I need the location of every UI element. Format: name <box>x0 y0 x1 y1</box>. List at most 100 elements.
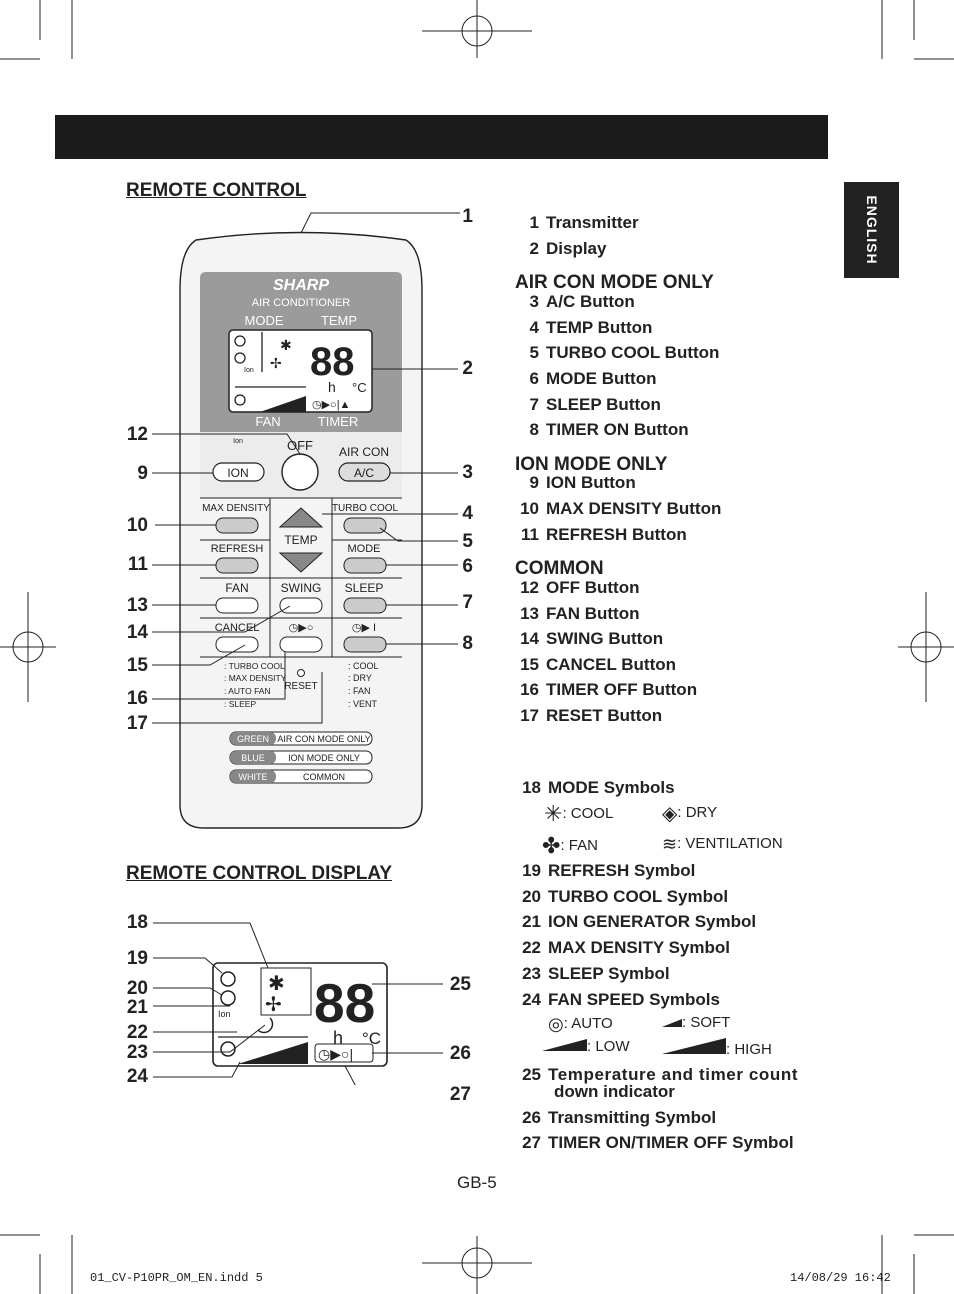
fan-bars-soft-icon <box>662 1019 682 1027</box>
display-celsius: °C <box>362 1029 381 1048</box>
legend-green: GREEN <box>237 734 269 744</box>
fan-low-symbol: : LOW <box>542 1038 630 1055</box>
mode-button-label: MODE <box>348 543 381 555</box>
page-number: GB-5 <box>457 1173 497 1192</box>
callout-22: 22 <box>126 1022 148 1043</box>
callout-2: 2 <box>462 358 473 379</box>
ac-button-label: A/C <box>354 466 374 480</box>
reset-label: RESET <box>284 681 317 692</box>
callout-6: 6 <box>462 556 473 577</box>
mode-fan-symbol: ✤: FAN <box>542 833 598 858</box>
callout-19: 19 <box>126 948 148 969</box>
display-fan-bars <box>238 1042 308 1064</box>
footer-date: 14/08/29 16:42 <box>790 1271 891 1285</box>
group-title-ion: ION MODE ONLY <box>515 454 668 475</box>
remote-temp-label: TEMP <box>321 313 357 328</box>
callout-16: 16 <box>126 688 148 709</box>
max-density-button <box>215 517 259 534</box>
remote-fan-label: FAN <box>255 414 280 429</box>
callout-8: 8 <box>462 633 473 654</box>
remote-display-title: REMOTE CONTROL DISPLAY <box>126 863 393 884</box>
temp-down-button <box>278 552 324 573</box>
off-button <box>281 453 319 491</box>
sleep-button <box>343 597 387 614</box>
list-item-continuation: down indicator <box>554 1082 675 1101</box>
refresh-button <box>215 557 259 574</box>
callout-10: 10 <box>126 515 148 536</box>
legend-white-text: COMMON <box>303 772 345 782</box>
remote-timer-label: TIMER <box>318 414 358 429</box>
mode-cool-symbol: ✳: COOL <box>544 801 614 826</box>
callout-23: 23 <box>126 1042 148 1063</box>
lcd-cool-icon: ✱ <box>280 337 292 353</box>
legend-white: WHITE <box>239 772 268 782</box>
remote-subtitle: AIR CONDITIONER <box>252 297 350 309</box>
lcd-digits: 88 <box>310 340 355 384</box>
timer-on-icon: ◷▶ I <box>352 622 376 634</box>
callout-9: 9 <box>137 463 148 484</box>
fan-high-symbol: : HIGH <box>662 1038 772 1058</box>
remote-control-title: REMOTE CONTROL <box>126 180 307 201</box>
footer-filename: 01_CV-P10PR_OM_EN.indd 5 <box>90 1271 263 1285</box>
lcd-hour: h <box>328 379 336 395</box>
callout-13: 13 <box>126 595 148 616</box>
callout-24: 24 <box>126 1066 148 1087</box>
ion-button-label: ION <box>227 466 248 480</box>
callout-27: 27 <box>449 1084 471 1105</box>
display-fan-icon: ✢ <box>265 994 282 1016</box>
timer-off-icon: ◷▶○ <box>289 622 314 634</box>
lcd-fan-icon: ✢ <box>270 355 282 371</box>
legend-blue: BLUE <box>241 753 265 763</box>
callout-26: 26 <box>449 1043 471 1064</box>
timer-off-button <box>279 636 323 653</box>
reset-button <box>297 669 305 677</box>
legend-cool: : COOL <box>348 661 379 671</box>
off-label: OFF <box>287 438 313 453</box>
legend-sleep: : SLEEP <box>224 699 256 709</box>
lcd-timer-icons: ◷▶○|▲ <box>312 399 350 411</box>
timer-on-button <box>343 636 387 653</box>
callout-21: 21 <box>126 997 148 1018</box>
display-digits: 88 <box>314 972 375 1034</box>
callout-20: 20 <box>126 978 148 999</box>
fan-bars-low-icon <box>542 1039 587 1051</box>
group-title-aircon: AIR CON MODE ONLY <box>515 272 714 293</box>
fan-auto-symbol: ◎: AUTO <box>548 1014 613 1034</box>
ion-button <box>212 462 265 482</box>
callout-15: 15 <box>126 655 148 676</box>
ion-small-label: Ion <box>233 438 243 445</box>
fan-button-label: FAN <box>225 581 248 595</box>
snowflake-icon: ✳ <box>544 801 563 826</box>
lcd-ion-text: Ion <box>244 367 254 374</box>
lcd-fan-bars <box>260 396 306 412</box>
fan-bars-high-icon <box>662 1038 726 1054</box>
legend-fan: : FAN <box>348 686 371 696</box>
language-tab: ENGLISH <box>844 182 899 278</box>
lcd-celsius: °C <box>352 380 367 395</box>
max-density-label: MAX DENSITY <box>202 503 270 514</box>
callout-25: 25 <box>449 974 471 995</box>
display-illustration: Ion ✱ ✢ 88 h °C ◷▶○| <box>153 922 443 1085</box>
refresh-label: REFRESH <box>211 543 264 555</box>
callout-5: 5 <box>462 531 473 552</box>
auto-fan-icon: ◎ <box>548 1014 564 1034</box>
